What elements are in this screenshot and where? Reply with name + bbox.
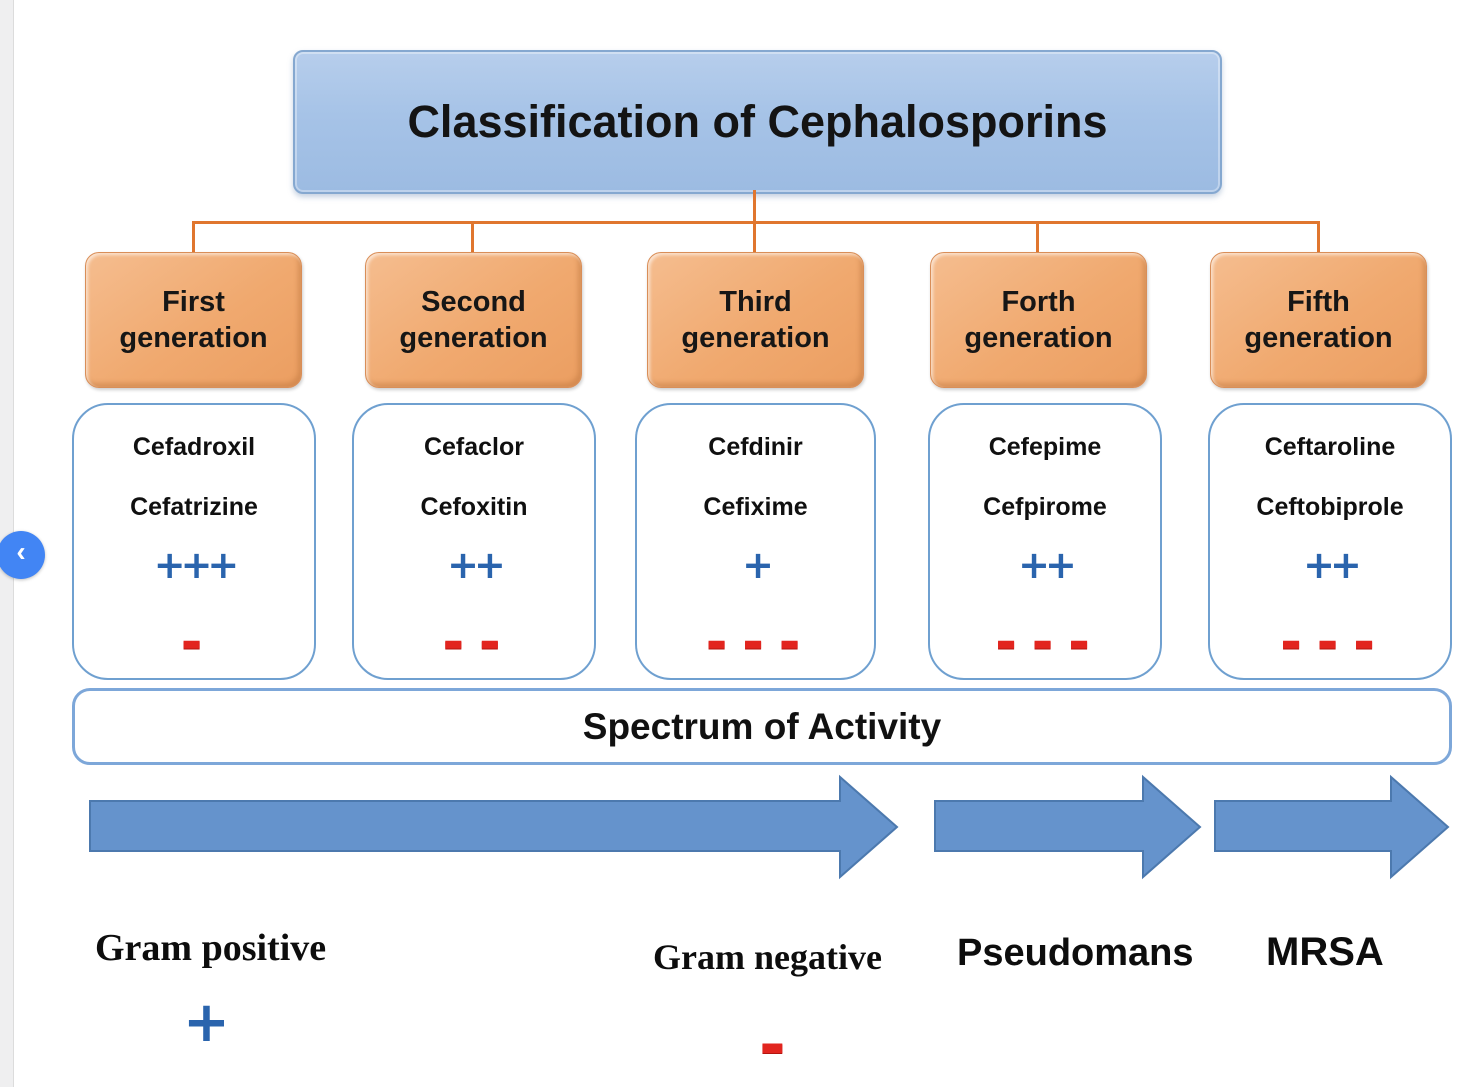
drug-box-forth: Cefepime Cefpirome ++ ▬ ▬ ▬ — [928, 403, 1162, 680]
diagram-title: Classification of Cephalosporins — [407, 96, 1108, 147]
arrow-pseudomonas — [934, 774, 1202, 880]
drug-name: Cefixime — [703, 493, 808, 521]
connector-title-stem — [753, 190, 756, 221]
spectrum-bar: Spectrum of Activity — [72, 688, 1452, 765]
label-pseudomonas: Pseudomans — [957, 932, 1194, 974]
drug-name: Cefaclor — [423, 433, 525, 461]
drug-name: Cefatrizine — [130, 493, 258, 521]
drug-name: Ceftaroline — [1264, 433, 1396, 461]
connector-stub-1 — [192, 221, 195, 253]
gram-positive-symbols: ++ — [1303, 543, 1362, 587]
drug-box-second: Cefaclor Cefoxitin ++ ▬ ▬ — [352, 403, 596, 680]
connector-stub-4 — [1036, 221, 1039, 253]
drug-name: Cefoxitin — [420, 493, 528, 521]
gram-positive-symbols: ++ — [1018, 543, 1077, 587]
gram-negative-symbols: ▬ ▬ ▬ — [1281, 631, 1379, 655]
generation-label: Third generation — [681, 285, 830, 354]
spectrum-title: Spectrum of Activity — [582, 705, 942, 747]
drug-box-first: Cefadroxil Cefatrizine +++ ▬ — [72, 403, 316, 680]
generation-box-first: First generation — [85, 252, 302, 388]
gram-negative-symbols: ▬ ▬ ▬ — [996, 631, 1094, 655]
label-mrsa: MRSA — [1266, 930, 1384, 974]
gram-negative-symbols: ▬ — [181, 631, 207, 655]
label-gram-negative: Gram negative — [653, 937, 882, 977]
generation-box-third: Third generation — [647, 252, 864, 388]
gram-positive-symbols: ++ — [447, 543, 506, 587]
generation-box-second: Second generation — [365, 252, 582, 388]
drug-name: Cefpirome — [983, 493, 1107, 521]
drug-name: Cefdinir — [708, 433, 803, 461]
connector-stub-2 — [471, 221, 474, 253]
connector-stub-3 — [753, 221, 756, 253]
drug-name: Ceftobiprole — [1256, 493, 1404, 521]
gram-negative-symbols: ▬ ▬ ▬ — [706, 631, 805, 655]
generation-box-fifth: Fifth generation — [1210, 252, 1427, 388]
gram-negative-minus-icon: ▬ — [760, 1032, 785, 1062]
spectrum-arrows — [89, 774, 1450, 880]
drug-name: Cefadroxil — [132, 433, 256, 461]
generation-label: First generation — [119, 285, 268, 354]
arrow-mrsa — [1214, 774, 1450, 880]
gram-negative-symbols: ▬ ▬ — [443, 631, 505, 655]
label-gram-positive: Gram positive — [95, 927, 327, 969]
carousel-prev-button[interactable]: ‹ — [0, 531, 45, 579]
connector-stub-5 — [1317, 221, 1320, 253]
generation-label: Fifth generation — [1244, 285, 1393, 354]
drug-box-fifth: Ceftaroline Ceftobiprole ++ ▬ ▬ ▬ — [1208, 403, 1452, 680]
generation-box-forth: Forth generation — [930, 252, 1147, 388]
gram-positive-symbols: + — [742, 543, 774, 587]
drug-box-third: Cefdinir Cefixime + ▬ ▬ ▬ — [635, 403, 876, 680]
gram-positive-symbols: +++ — [153, 543, 240, 587]
arrow-gram-spectrum — [89, 774, 899, 880]
generation-label: Forth generation — [964, 285, 1113, 354]
chevron-left-icon: ‹ — [16, 536, 26, 567]
connector-horizontal — [192, 221, 1320, 224]
generation-label: Second generation — [399, 285, 548, 354]
title-box: Classification of Cephalosporins — [293, 50, 1222, 194]
gram-positive-plus-icon: + — [183, 990, 230, 1055]
drug-name: Cefepime — [988, 433, 1102, 461]
